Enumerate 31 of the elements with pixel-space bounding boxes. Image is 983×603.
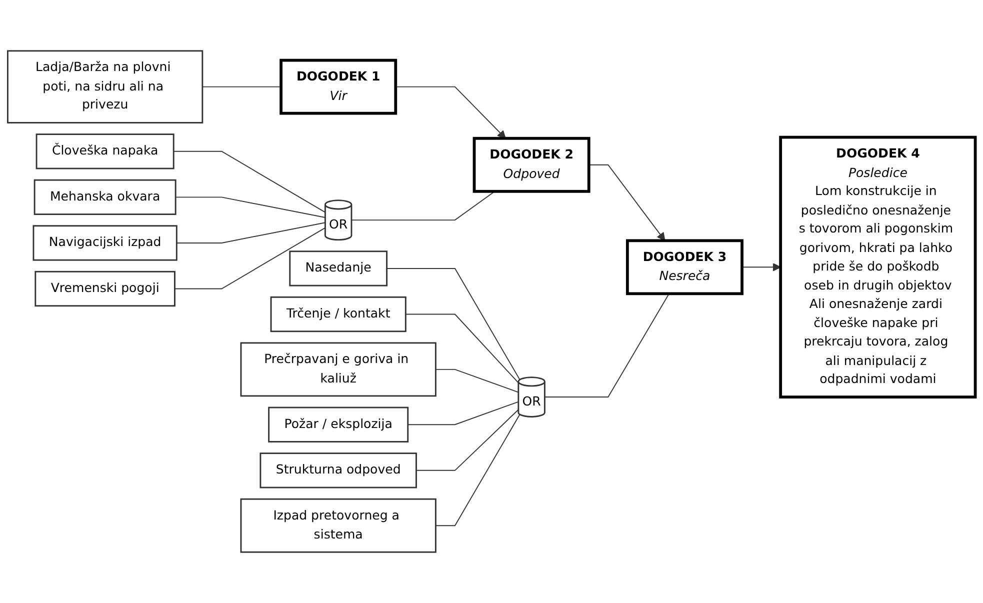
node-box <box>260 452 417 488</box>
node-box <box>270 296 406 332</box>
connector <box>174 227 326 290</box>
connector <box>351 190 496 221</box>
node-box <box>280 58 398 115</box>
connector <box>173 150 326 213</box>
connector <box>202 86 282 88</box>
connector <box>544 293 670 398</box>
node-box <box>472 136 590 193</box>
node-box <box>626 239 744 296</box>
arrow <box>588 164 666 242</box>
arrow <box>742 262 781 272</box>
connector <box>435 414 520 526</box>
node-box <box>289 250 388 286</box>
connector <box>416 409 519 471</box>
connector <box>175 196 326 218</box>
node-box <box>240 498 436 553</box>
connector <box>176 222 326 244</box>
node-box <box>34 270 176 307</box>
node-box <box>240 342 436 397</box>
connector <box>407 401 519 426</box>
node-box <box>36 134 174 170</box>
connector <box>386 268 520 380</box>
node-box <box>6 50 204 124</box>
node-box <box>34 179 176 215</box>
node-box <box>268 406 409 442</box>
connector <box>405 314 519 384</box>
node-box <box>32 225 178 261</box>
connector <box>435 368 519 393</box>
node-box <box>779 136 977 398</box>
arrow <box>395 86 506 139</box>
